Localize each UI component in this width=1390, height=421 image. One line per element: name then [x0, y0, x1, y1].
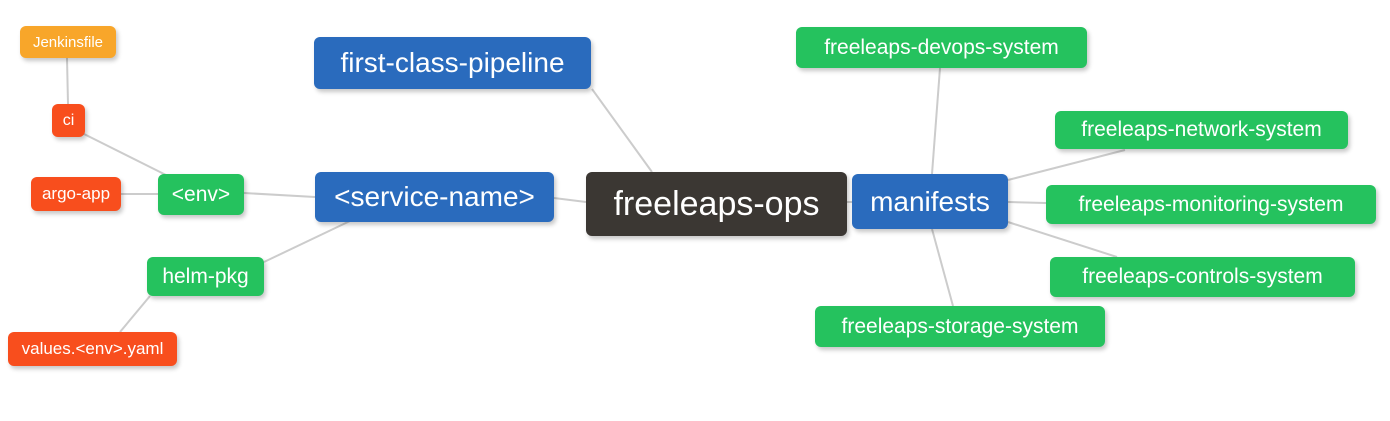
- edge-env-service-name: [243, 192, 316, 198]
- node-freeleaps-devops-system[interactable]: freeleaps-devops-system: [796, 27, 1087, 68]
- node-service-name[interactable]: <service-name>: [315, 172, 554, 222]
- edge-helm-pkg-service-name: [263, 220, 351, 263]
- edge-ci-env: [83, 133, 169, 177]
- node-manifests[interactable]: manifests: [852, 174, 1008, 229]
- edge-manifests-devops-system: [931, 67, 941, 175]
- node-freeleaps-monitoring-system[interactable]: freeleaps-monitoring-system: [1046, 185, 1376, 224]
- edge-jenkinsfile-ci: [66, 57, 69, 105]
- edge-service-name-ops: [553, 197, 587, 203]
- node-helm-pkg[interactable]: helm-pkg: [147, 257, 264, 296]
- edge-values-helm-pkg: [119, 295, 151, 333]
- node-argo-app[interactable]: argo-app: [31, 177, 121, 211]
- node-ci[interactable]: ci: [52, 104, 85, 137]
- edge-first-class-pipeline-ops: [591, 88, 653, 173]
- edge-manifests-controls-system: [1007, 221, 1118, 258]
- node-freeleaps-ops[interactable]: freeleaps-ops: [586, 172, 847, 236]
- edge-manifests-monitoring-system: [1007, 201, 1047, 204]
- edge-manifests-storage-system: [931, 228, 954, 307]
- node-freeleaps-network-system[interactable]: freeleaps-network-system: [1055, 111, 1348, 149]
- node-freeleaps-storage-system[interactable]: freeleaps-storage-system: [815, 306, 1105, 347]
- node-env[interactable]: <env>: [158, 174, 244, 215]
- node-values-env-yaml[interactable]: values.<env>.yaml: [8, 332, 177, 366]
- node-first-class-pipeline[interactable]: first-class-pipeline: [314, 37, 591, 89]
- edge-manifests-network-system: [1007, 149, 1126, 181]
- node-jenkinsfile[interactable]: Jenkinsfile: [20, 26, 116, 58]
- node-freeleaps-controls-system[interactable]: freeleaps-controls-system: [1050, 257, 1355, 297]
